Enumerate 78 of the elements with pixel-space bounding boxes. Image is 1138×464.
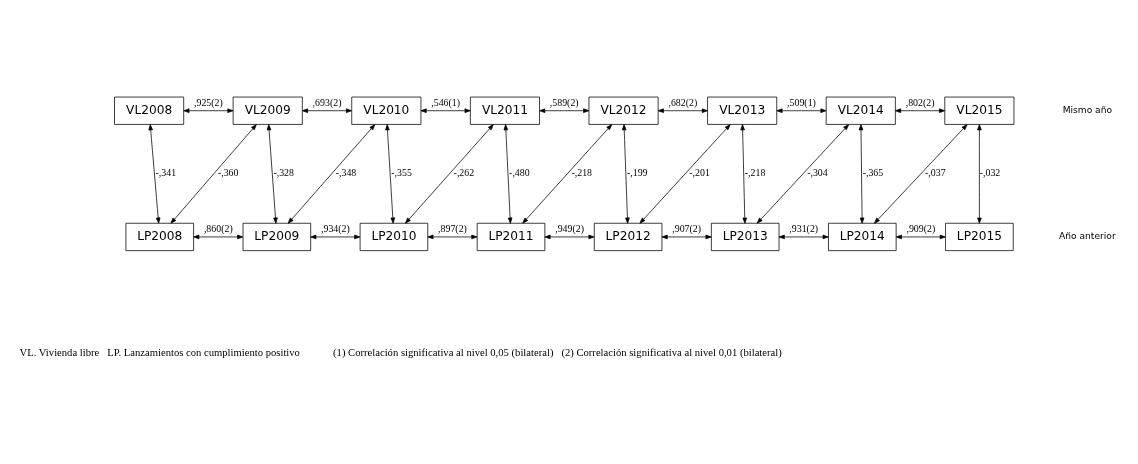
node-box: LP2011 [476, 222, 546, 251]
edge-label: ,546(1) [431, 96, 461, 108]
arrow [310, 234, 361, 240]
node-box: LP2014 [828, 222, 897, 251]
edge-label: -,262 [453, 167, 475, 179]
arrow [661, 234, 712, 240]
label: Mismo año [1062, 105, 1113, 116]
arrow [301, 108, 353, 113]
arrow [874, 124, 968, 224]
arrow [170, 124, 257, 224]
arrow [639, 124, 731, 224]
arrow [405, 124, 494, 224]
arrow [622, 124, 630, 224]
edge-label: -,328 [273, 167, 294, 179]
arrow [427, 234, 478, 240]
edge-label: ,509(1) [787, 96, 816, 108]
edge-label: ,682(2) [668, 96, 698, 108]
edge-label: ,949(2) [555, 222, 584, 234]
edge-label: -,360 [217, 167, 239, 179]
edge-label: ,925(2) [194, 96, 223, 108]
label: (1) Correlación significativa al nivel 0,05 (bilateral) (2) Correlación significativa al nivel 0,01 (bilateral) [333, 347, 782, 359]
edge-label: -,480 [509, 167, 530, 179]
edge-label: -,341 [155, 167, 177, 179]
arrow [657, 108, 708, 113]
arrow [977, 124, 982, 224]
arrow [776, 108, 827, 113]
arrow [544, 234, 595, 240]
arrow [756, 124, 849, 224]
node-box: VL2011 [469, 96, 540, 125]
edge-label: ,931(2) [789, 222, 819, 234]
arrow [858, 124, 865, 224]
arrow [778, 234, 829, 240]
edge-label: ,934(2) [320, 222, 350, 234]
edge-label: -,218 [744, 167, 766, 179]
node-box: LP2009 [242, 222, 312, 251]
edge-label: -,037 [925, 167, 946, 179]
node-box: VL2008 [114, 96, 185, 125]
arrow [385, 124, 396, 224]
node-box: LP2013 [711, 222, 780, 251]
edge-label: ,693(2) [312, 96, 342, 108]
node-box: VL2010 [351, 96, 422, 125]
node-box: LP2012 [593, 222, 663, 251]
arrow [287, 124, 376, 224]
edge-label: -,304 [807, 167, 828, 179]
node-box: LP2015 [945, 222, 1014, 251]
edge-label: ,907(2) [672, 222, 702, 234]
arrow [503, 124, 513, 224]
node-box: VL2015 [944, 96, 1015, 125]
arrow [193, 234, 244, 240]
edge-label: -,218 [571, 167, 593, 179]
arrow [895, 108, 946, 113]
label: Año anterior [1059, 231, 1116, 242]
edge-label: ,909(2) [906, 222, 936, 234]
arrow [183, 108, 234, 113]
edge-label: -,365 [862, 167, 884, 179]
arrow [266, 124, 278, 224]
arrow [420, 108, 471, 113]
edge-label: ,589(2) [549, 96, 579, 108]
arrow [539, 108, 590, 113]
node-box: VL2009 [232, 96, 303, 125]
arrow [522, 124, 613, 224]
node-box: VL2014 [825, 96, 896, 125]
arrow [740, 124, 747, 224]
node-box: VL2013 [707, 96, 778, 125]
arrow [895, 234, 946, 240]
edge-label: -,199 [626, 167, 648, 179]
edge-label: ,897(2) [438, 222, 467, 234]
node-box: LP2010 [359, 222, 429, 251]
label: VL. Vivienda libre LP. Lanzamientos con cumplimiento positivo [19, 347, 300, 359]
edge-label: -,201 [689, 167, 710, 179]
edge-label: -,348 [335, 167, 357, 179]
edge-label: ,860(2) [203, 222, 233, 234]
edge-label: -,355 [391, 167, 412, 179]
edge-label: ,802(2) [905, 96, 935, 108]
node-box: LP2008 [125, 222, 194, 251]
edge-label: -,032 [979, 167, 1001, 179]
arrow [148, 124, 161, 224]
node-box: VL2012 [588, 96, 659, 125]
